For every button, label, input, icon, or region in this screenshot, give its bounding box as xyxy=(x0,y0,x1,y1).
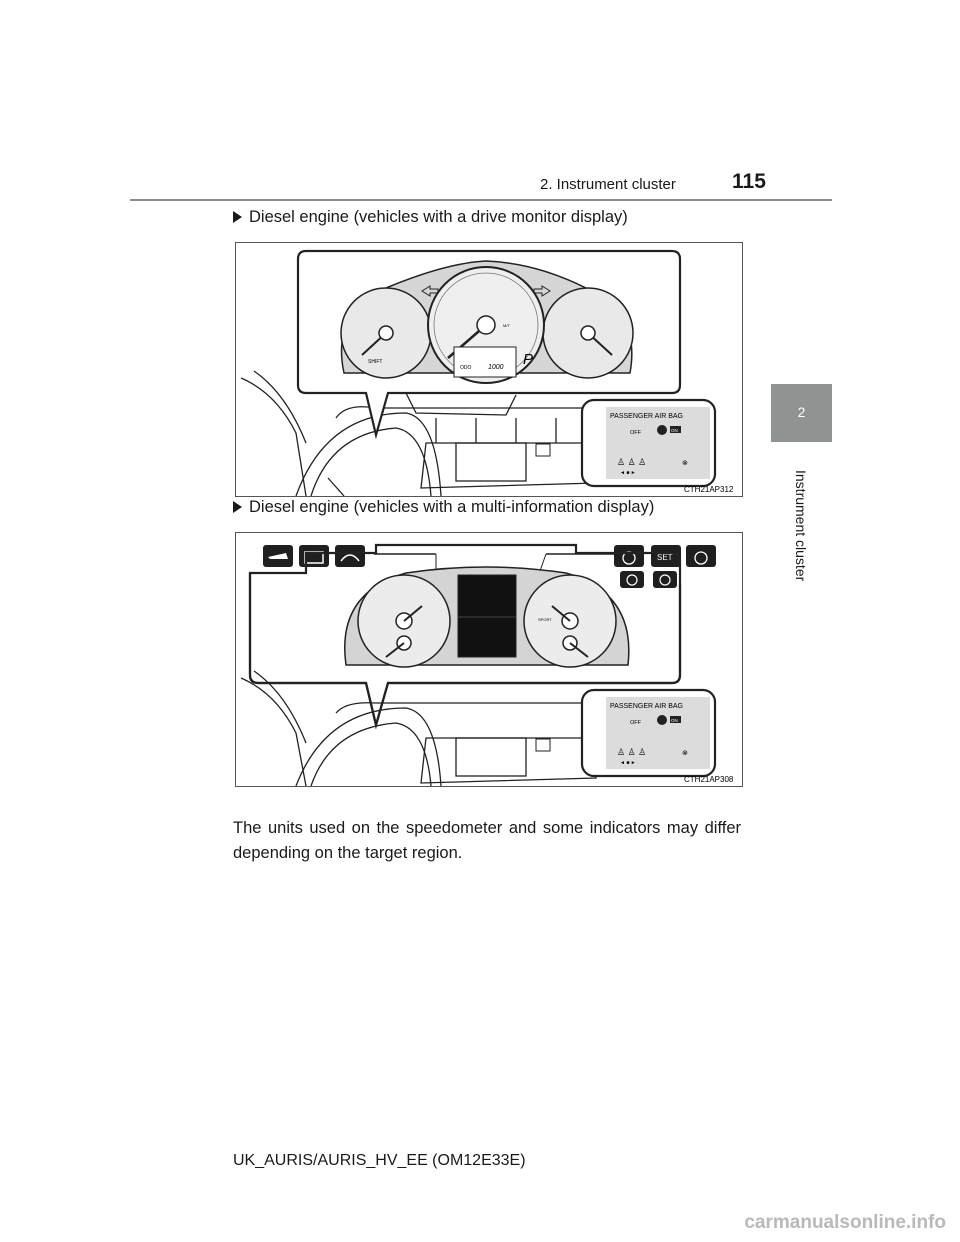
gear-indicator: P xyxy=(523,351,533,368)
airbag-off-label: OFF xyxy=(630,430,642,436)
svg-text:⊗: ⊗ xyxy=(682,750,688,757)
figure-1: ODO 1000 P SHIFT M/T PASSENGER AIR BAG O… xyxy=(235,242,743,497)
chapter-tab-number: 2 xyxy=(797,404,806,420)
section-1-bullet-text: Diesel engine (vehicles with a drive mon… xyxy=(249,208,628,226)
cruise-icon xyxy=(614,545,644,567)
airbag-on-label: ON xyxy=(671,428,678,433)
left-turn-icon xyxy=(421,285,439,297)
parking-icon xyxy=(653,571,677,588)
figure-2-code: CTH21AP308 xyxy=(684,775,734,784)
auto-hold-icon xyxy=(620,571,644,588)
svg-text:⊗: ⊗ xyxy=(682,460,688,467)
chapter-label: Instrument cluster xyxy=(793,470,809,582)
airbag-panel-title-2: PASSENGER AIR BAG xyxy=(610,703,683,710)
odometer-display xyxy=(453,346,517,378)
set-label: SET xyxy=(657,553,673,562)
set-icon xyxy=(651,545,681,567)
figure-2: SET SPORT PASSENGER AIR BAG OFF xyxy=(235,532,743,787)
mt-label: M/T xyxy=(503,323,510,328)
multi-info-display xyxy=(457,574,517,658)
airbag-off-icon xyxy=(657,425,667,435)
figure-2-illustration: SET SPORT PASSENGER AIR BAG OFF xyxy=(240,543,734,787)
header-rule xyxy=(130,199,832,201)
switch-box xyxy=(535,443,551,457)
watermark[interactable]: carmanualsonline.info xyxy=(744,1212,946,1233)
airbag-panel-title: PASSENGER AIR BAG xyxy=(610,413,683,420)
body-paragraph: The units used on the speedometer and so… xyxy=(233,819,741,862)
chapter-tab[interactable]: 2 xyxy=(771,384,832,442)
header-title: 2. Instrument cluster xyxy=(540,176,676,193)
svg-text:◄ ■ ►: ◄ ■ ► xyxy=(620,760,636,766)
page-number: 115 xyxy=(732,170,766,193)
section-1-bullet: Diesel engine (vehicles with a drive mon… xyxy=(233,208,628,227)
dashboard-outline-2 xyxy=(240,670,637,787)
odo-value: 1000 xyxy=(488,364,504,371)
triangle-bullet-icon xyxy=(233,500,242,513)
odo-label: ODO xyxy=(460,365,472,371)
triangle-bullet-icon xyxy=(233,210,242,223)
wiper-warning-icon xyxy=(335,545,365,567)
sport-label: SPORT xyxy=(538,617,552,622)
figure-1-code: CTH21AP312 xyxy=(684,485,734,494)
shift-label: SHIFT xyxy=(368,359,382,365)
svg-text:♙ ♙ ♙: ♙ ♙ ♙ xyxy=(617,457,646,467)
figure-1-illustration: ODO 1000 P SHIFT M/T PASSENGER AIR BAG O… xyxy=(240,249,734,497)
cruise-off-icon xyxy=(686,545,716,567)
svg-text:◄ ■ ►: ◄ ■ ► xyxy=(620,470,636,476)
airbag-off-label-2: OFF xyxy=(630,720,642,726)
footer-model: UK_AURIS/AURIS_HV_EE (OM12E33E) xyxy=(233,1152,526,1169)
airbag-on-label-2: ON xyxy=(671,718,678,723)
section-2-bullet-text: Diesel engine (vehicles with a multi-inf… xyxy=(249,498,655,516)
svg-text:♙ ♙ ♙: ♙ ♙ ♙ xyxy=(617,747,646,757)
dashboard-outline xyxy=(240,370,637,497)
right-turn-icon xyxy=(533,285,551,297)
section-2-bullet: Diesel engine (vehicles with a multi-inf… xyxy=(233,498,654,517)
